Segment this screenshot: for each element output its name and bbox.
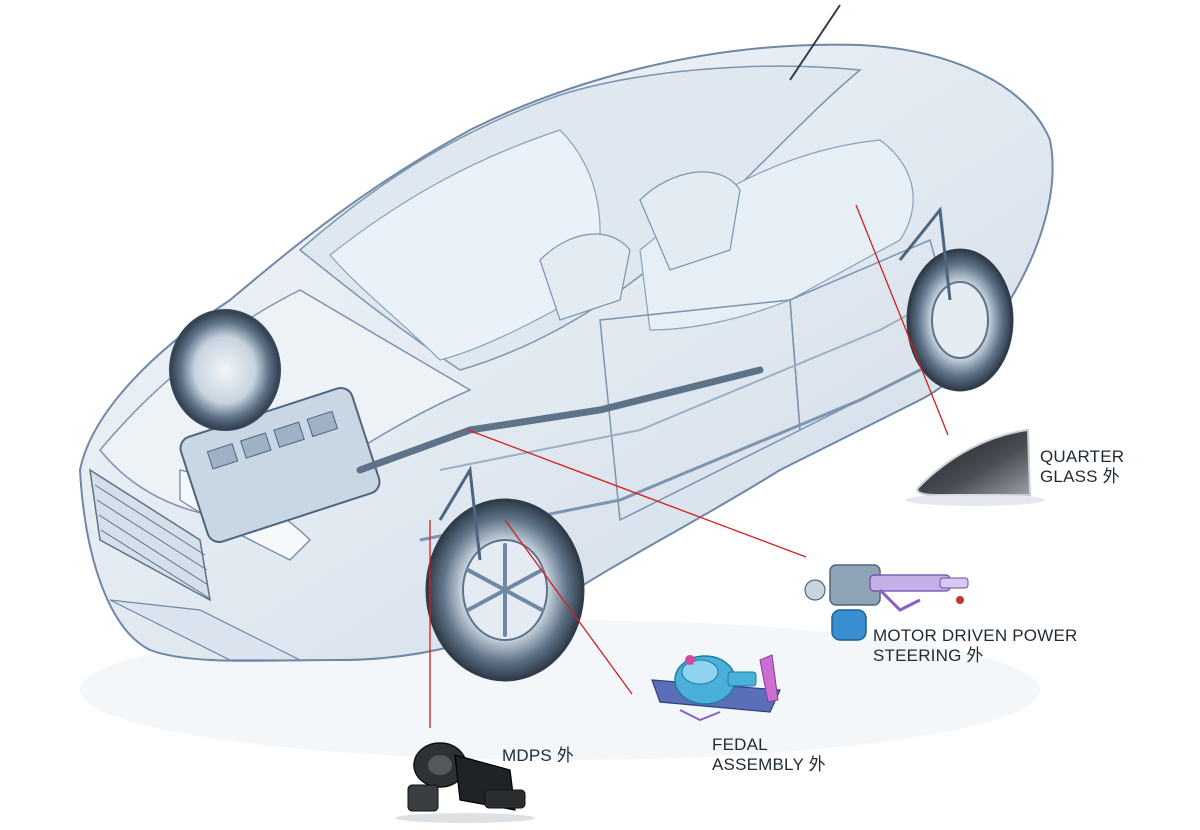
quarter-glass-label-line2: GLASS 外 (1040, 467, 1120, 486)
mdps-label: MDPS 外 (502, 746, 574, 766)
quarter-glass-label-line1: QUARTER (1040, 447, 1125, 466)
mdps-part-image (395, 742, 535, 823)
fedal-assembly-label-line2: ASSEMBLY 外 (712, 755, 826, 774)
car-cutaway-illustration (78, 4, 1054, 682)
fedal-assembly-label-line1: FEDAL (712, 735, 768, 754)
motor-driven-power-steering-label: MOTOR DRIVEN POWER STEERING 外 (873, 626, 1077, 666)
fedal-assembly-part-image (651, 654, 781, 722)
motor-driven-power-steering-label-line1: MOTOR DRIVEN POWER (873, 626, 1078, 645)
motor-driven-power-steering-part-image (804, 564, 969, 641)
fedal-assembly-label: FEDAL ASSEMBLY 外 (712, 735, 826, 775)
leader-line-fedal-assembly (504, 519, 633, 695)
leader-line-motor-driven-power-steering (467, 429, 807, 558)
leader-lines (429, 204, 949, 728)
quarter-glass-part-image (905, 428, 1045, 506)
motor-driven-power-steering-label-line2: STEERING 外 (873, 646, 984, 665)
quarter-glass-label: QUARTER GLASS 外 (1040, 447, 1124, 487)
leader-line-quarter-glass (855, 204, 949, 436)
mdps-label-line1: MDPS 外 (502, 746, 575, 765)
